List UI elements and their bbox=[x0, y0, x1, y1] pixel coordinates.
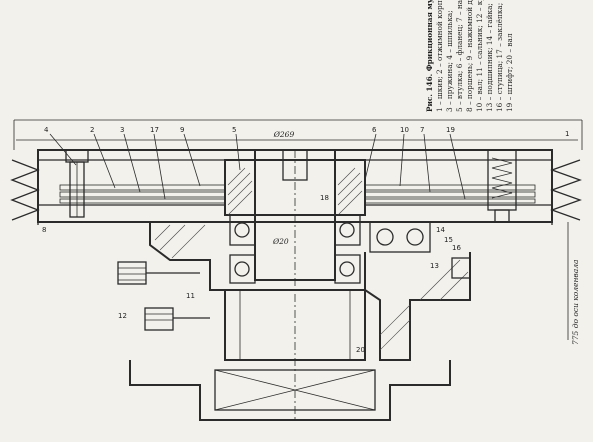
right-spring-housing bbox=[487, 149, 517, 223]
part-label-19: 19 bbox=[446, 126, 455, 134]
left-stud-bolt bbox=[65, 149, 89, 218]
right-housing-flange bbox=[364, 252, 471, 361]
part-label-2: 2 bbox=[90, 126, 94, 134]
part-label-20: 20 bbox=[356, 346, 365, 354]
part-label-15: 15 bbox=[444, 236, 453, 244]
right-bearing-assembly bbox=[369, 221, 431, 253]
part-labels: 4 2 3 17 9 5 6 10 7 19 1 8 16 12 11 13 1… bbox=[42, 126, 569, 354]
caption-legend-line-6: 13 – подшипник; 14 – гайка; 15 – шайба; bbox=[485, 0, 494, 112]
lower-bearings bbox=[229, 254, 361, 284]
caption-legend-line-4: 8 – поршень; 9 – нажимной диск; bbox=[465, 0, 474, 112]
part-label-11: 11 bbox=[186, 292, 195, 300]
caption-legend-line-5: 10 – вал; 11 – сальник; 12 – кронштейн; bbox=[475, 0, 484, 112]
left-friction-discs bbox=[59, 184, 226, 204]
part-label-14: 14 bbox=[436, 226, 445, 234]
caption-title: Рис. 146. Фрикционная муфта на вентиля Я… bbox=[425, 0, 434, 112]
part-label-5: 5 bbox=[232, 126, 236, 134]
part-label-16: 16 bbox=[452, 244, 461, 252]
lower-shaft-body bbox=[224, 289, 366, 361]
caption-legend-line-3: 5 – втулка; 6 – фланец; 7 – накладка; bbox=[455, 0, 464, 112]
right-dimension-label: 775 до оси коленвала bbox=[571, 259, 580, 345]
left-pulley-grooves bbox=[10, 159, 40, 225]
figure-caption: Рис. 146. Фрикционная муфта на вентиля Я… bbox=[425, 0, 514, 112]
part-label-3: 3 bbox=[120, 126, 124, 134]
top-diameter-label: Ø269 bbox=[273, 130, 295, 139]
base-support bbox=[129, 360, 451, 421]
part-label-1: 1 bbox=[565, 130, 569, 138]
hub-hatching bbox=[227, 167, 363, 216]
right-pulley-grooves bbox=[550, 159, 582, 225]
caption-legend-line-7: 16 – ступица; 17 – заклёпка; 18 – выжимн… bbox=[495, 0, 504, 112]
part-label-4: 4 bbox=[44, 126, 49, 134]
central-hub: Ø20 bbox=[224, 149, 366, 420]
part-label-6: 6 bbox=[372, 126, 377, 134]
part-label-7: 7 bbox=[420, 126, 424, 134]
bore-diameter-label: Ø20 bbox=[272, 237, 289, 246]
grease-fitting-lower bbox=[144, 307, 210, 331]
part-label-17: 17 bbox=[150, 126, 159, 134]
caption-legend-line-1: 1 – шкив; 2 – отжимной корпус фрикционно… bbox=[435, 0, 444, 112]
part-label-13: 13 bbox=[430, 262, 439, 270]
grease-fitting-upper bbox=[117, 261, 200, 285]
caption-legend-line-8: 19 – штифт; 20 – вал bbox=[505, 33, 514, 112]
part-label-10: 10 bbox=[400, 126, 409, 134]
part-label-9: 9 bbox=[180, 126, 184, 134]
part-label-12: 12 bbox=[118, 312, 127, 320]
part-label-8: 8 bbox=[42, 226, 46, 234]
part-label-18: 18 bbox=[320, 194, 329, 202]
caption-legend-line-2: 3 – пружина; 4 – шпилька; bbox=[445, 10, 454, 112]
upper-bearings bbox=[229, 214, 361, 246]
left-housing bbox=[149, 222, 225, 291]
